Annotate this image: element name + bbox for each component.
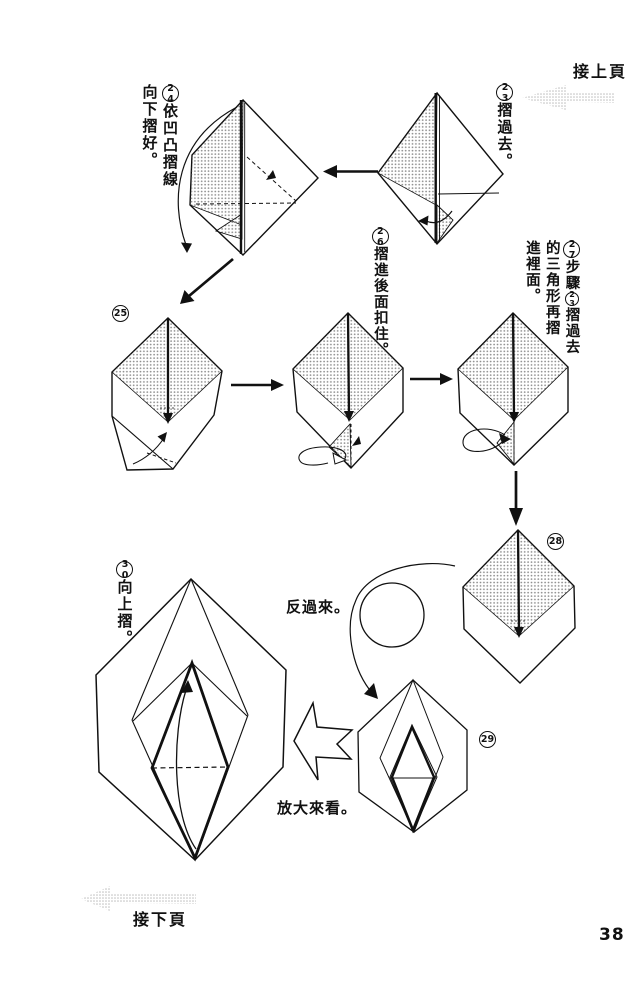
caption-text: 摺過去。 (495, 102, 514, 170)
step-number-badge-29: 29 (479, 731, 496, 748)
center-arrowhead (163, 413, 173, 424)
sequence-arrow-25-26 (231, 379, 284, 391)
caption-text: 的三角形再摺 (543, 240, 560, 336)
diagram-step-29 (357, 678, 468, 834)
valley-fold-dashes (151, 766, 229, 769)
sequence-arrow-24-25 (180, 257, 234, 304)
caption-text: 步驟 (563, 259, 580, 291)
next-page-label: 接下頁 (133, 910, 188, 929)
center-arrowhead (344, 411, 354, 422)
thick-eye-fold (390, 723, 436, 834)
caption-column: 26摺進後面扣住。 (370, 226, 389, 358)
caption-step-27: 27步驟23摺過去 的三角形再摺 進裡面。 (521, 239, 582, 355)
step-number-badge-24: 24 (161, 83, 179, 105)
enlarge-label: 放大來看。 (277, 799, 358, 817)
center-crease (516, 529, 521, 632)
diagram-step-24 (177, 98, 319, 256)
small-arrowhead (266, 170, 276, 180)
fold-arrowhead (181, 242, 192, 253)
inner-fold-right (190, 578, 249, 716)
shaded-face (189, 98, 244, 226)
caption-step-26: 26摺進後面扣住。 (369, 226, 390, 358)
center-arrowhead (509, 412, 519, 423)
center-crease (511, 312, 516, 418)
step-ref-badge-23: 23 (564, 290, 579, 308)
small-arrowhead (352, 436, 361, 446)
caption-column: 23摺過去。 (494, 82, 514, 171)
turn-over-label: 反過來。 (286, 598, 351, 616)
caption-text: 進裡面。 (523, 240, 540, 304)
fold-behind-curve (298, 446, 347, 466)
fold-up-arrow-curve (175, 689, 197, 850)
caption-column: 27步驟23摺過去 (562, 239, 581, 355)
fold-line (437, 192, 500, 195)
caption-text: 向上摺。 (115, 579, 134, 647)
fold-arrowhead (418, 215, 429, 226)
step-number-badge-28: 28 (547, 533, 564, 550)
caption-text: 依凹凸摺線 (161, 103, 179, 188)
diagram-step-30 (95, 577, 287, 862)
enlarge-arrow-icon (293, 700, 354, 781)
fold-arrow-curve (425, 210, 453, 224)
open-arrowhead (332, 452, 348, 465)
caption-column: 的三角形再摺 (542, 240, 561, 355)
paper-outline (357, 679, 468, 833)
caption-text: 向下摺好。 (140, 84, 159, 169)
step-number-badge-27: 27 (563, 239, 581, 261)
tuck-loop-curve (462, 428, 506, 452)
inner-fold-left (131, 578, 192, 721)
center-arrowhead (514, 627, 524, 638)
shaded-flap (436, 203, 454, 245)
page-number: 38 (599, 925, 625, 945)
apex-fold-right (191, 662, 248, 717)
caption-column: 30向上摺。 (114, 559, 134, 648)
diagram-step-28 (462, 529, 576, 684)
tuck-arrowhead (499, 433, 511, 444)
next-page-arrow-icon (81, 886, 196, 911)
diagram-step-26 (292, 312, 404, 470)
sequence-arrow-26-27 (410, 373, 453, 385)
fold-arrow-curve (132, 437, 165, 465)
step-number-badge-30: 30 (116, 559, 134, 581)
prev-page-label: 接上頁 (573, 62, 628, 81)
fold-arrow-curve (177, 106, 238, 246)
caption-column: 進裡面。 (522, 240, 541, 355)
step-number-badge-23: 23 (496, 82, 514, 104)
diagram-step-23 (377, 91, 504, 246)
caption-step-24: 24依凹凸摺線 向下摺好。 (138, 83, 180, 189)
sequence-arrow-27-28 (509, 471, 523, 526)
sequence-arrow-23-24 (323, 165, 378, 178)
center-crease (346, 312, 351, 417)
caption-text: 摺進後面扣住。 (371, 246, 388, 358)
turn-over-circle-icon (359, 582, 425, 648)
apex-fold-left (132, 662, 193, 722)
caption-text: 摺過去 (563, 307, 580, 355)
diagram-step-27 (457, 312, 569, 466)
inner-diamond (379, 678, 444, 834)
flap-edge (111, 415, 174, 470)
fold-arrowhead (157, 432, 167, 443)
valley-fold-dashes (195, 202, 297, 205)
turn-over-arrowhead (364, 683, 378, 699)
fold-dashes (146, 452, 177, 464)
turn-over-arrow-curve (349, 563, 456, 690)
fold-up-arrowhead (181, 680, 193, 693)
caption-step-30: 30向上摺。 (113, 559, 135, 648)
caption-column: 向下摺好。 (139, 84, 159, 188)
turn-over-symbol (349, 563, 456, 699)
shaded-face (377, 91, 438, 206)
thick-eye-fold (150, 658, 230, 862)
prev-page-arrow-icon (522, 85, 614, 110)
diagram-step-25 (111, 317, 223, 471)
step-number-badge-25: 25 (112, 305, 129, 322)
caption-column: 24依凹凸摺線 (160, 83, 179, 189)
step-number-badge-26: 26 (371, 226, 389, 248)
caption-step-23: 23摺過去。 (493, 82, 515, 171)
diagonal-fold-dashes (246, 156, 297, 202)
